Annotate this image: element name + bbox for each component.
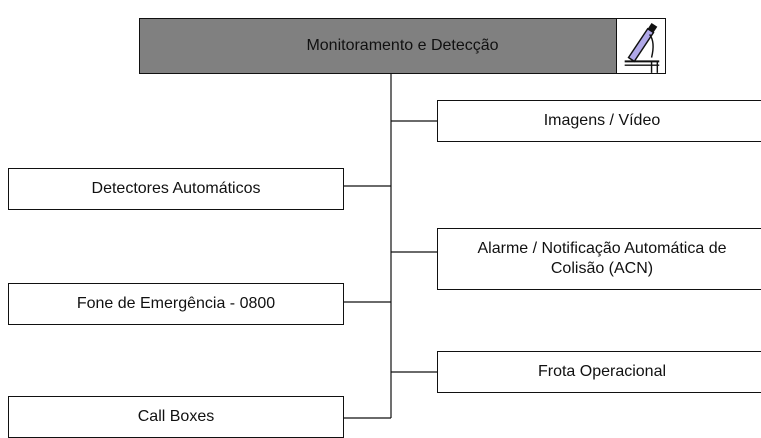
monitoring-post-icon bbox=[616, 18, 666, 74]
node-call-boxes: Call Boxes bbox=[8, 396, 344, 438]
node-alarme-acn-label: Alarme / Notificação Automática de Colis… bbox=[477, 240, 727, 277]
root-node-label: Monitoramento e Detecção bbox=[306, 37, 499, 54]
root-node: Monitoramento e Detecção bbox=[139, 18, 666, 74]
node-fone-emergencia: Fone de Emergência - 0800 bbox=[8, 283, 344, 325]
node-detectores-automaticos-label: Detectores Automáticos bbox=[91, 180, 261, 197]
node-imagens-video-label: Imagens / Vídeo bbox=[543, 112, 661, 129]
node-frota-operacional-label: Frota Operacional bbox=[537, 363, 667, 380]
node-fone-emergencia-label: Fone de Emergência - 0800 bbox=[76, 295, 276, 312]
node-alarme-acn: Alarme / Notificação Automática de Colis… bbox=[437, 228, 761, 290]
node-call-boxes-label: Call Boxes bbox=[137, 408, 215, 425]
node-frota-operacional: Frota Operacional bbox=[437, 351, 761, 393]
node-imagens-video: Imagens / Vídeo bbox=[437, 100, 761, 142]
node-detectores-automaticos: Detectores Automáticos bbox=[8, 168, 344, 210]
